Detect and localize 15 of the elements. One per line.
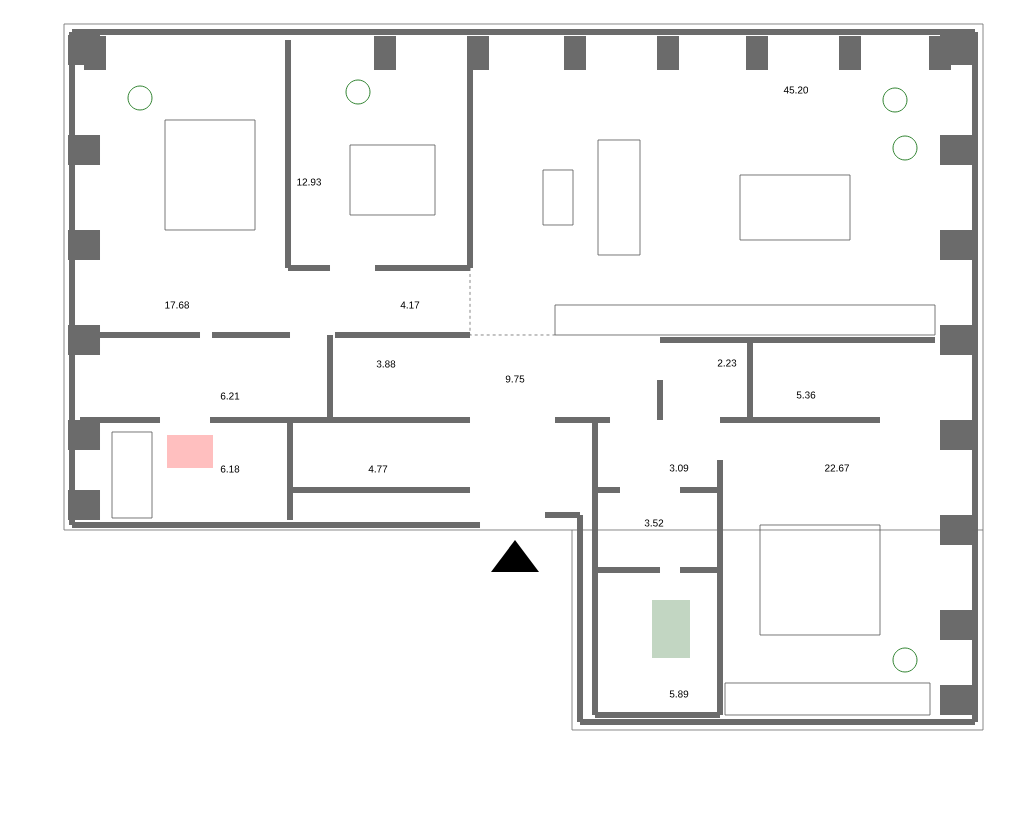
- area-label: 5.36: [796, 391, 816, 399]
- area-label: 22.67: [825, 464, 849, 472]
- area-label: 17.68: [165, 301, 190, 309]
- area-label: 3.52: [644, 519, 664, 527]
- area-label: 6.18: [220, 465, 240, 473]
- area-label: 4.17: [400, 301, 420, 309]
- area-label: 4.77: [368, 465, 388, 473]
- area-label: 5.89: [669, 690, 689, 698]
- area-label: 2.23: [717, 359, 737, 367]
- area-label: 3.09: [669, 464, 689, 472]
- area-label: 9.75: [505, 375, 525, 383]
- area-label: 3.88: [376, 360, 396, 368]
- area-label: 12.93: [297, 178, 322, 186]
- area-label: 45.20: [783, 86, 809, 94]
- area-label: 6.21: [220, 392, 240, 400]
